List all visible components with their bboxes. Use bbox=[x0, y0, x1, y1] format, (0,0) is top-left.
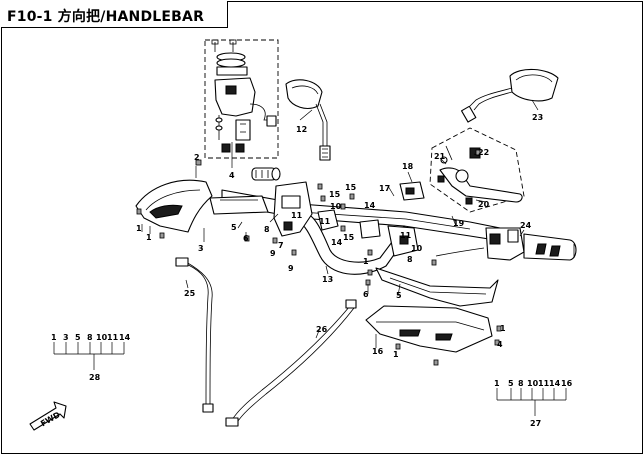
callout-26: 26 bbox=[316, 325, 328, 334]
callout-5: 5 bbox=[396, 291, 402, 300]
fasteners bbox=[136, 149, 502, 366]
hand-guard-left bbox=[135, 179, 213, 233]
callout-2: 2 bbox=[194, 153, 200, 162]
kit-27-part: 5 bbox=[508, 379, 514, 388]
callout-22: 22 bbox=[478, 148, 489, 157]
callout-6: 6 bbox=[363, 290, 369, 299]
callout-13: 13 bbox=[322, 275, 333, 284]
kit-27-part: 10 bbox=[527, 379, 539, 388]
callout-numbers: 1 1 2 3 4 5 6 8 9 9 7 11 12 15 10 11 14 … bbox=[136, 113, 543, 359]
kit-28-part: 8 bbox=[87, 333, 93, 342]
right-switch-and-grip bbox=[485, 227, 577, 261]
callout-1: 1 bbox=[500, 324, 506, 333]
kit-bracket-left bbox=[53, 342, 125, 370]
callout-16: 16 bbox=[372, 347, 384, 356]
callout-5: 5 bbox=[231, 223, 237, 232]
callout-10: 10 bbox=[330, 202, 342, 211]
kit-28-part: 1 bbox=[51, 333, 57, 342]
callout-17: 17 bbox=[379, 184, 390, 193]
callout-21: 21 bbox=[434, 152, 446, 161]
callout-10: 10 bbox=[411, 244, 423, 253]
title-box: F10-1 方向把/HANDLEBAR bbox=[1, 1, 228, 28]
callout-15: 15 bbox=[329, 190, 341, 199]
cross-bar bbox=[375, 267, 499, 307]
kit-28-labels: 1 3 5 8 10 11 14 28 bbox=[51, 333, 131, 382]
callout-9: 9 bbox=[288, 264, 294, 273]
callout-15: 15 bbox=[345, 183, 357, 192]
callout-12: 12 bbox=[296, 125, 307, 134]
callout-15: 15 bbox=[343, 233, 355, 242]
left-switch-housing bbox=[251, 167, 313, 237]
callout-4: 4 bbox=[229, 171, 235, 180]
kit-28-part: 5 bbox=[75, 333, 81, 342]
callout-8: 8 bbox=[264, 225, 270, 234]
kit-28-number: 28 bbox=[89, 373, 101, 382]
callout-8: 8 bbox=[407, 255, 413, 264]
kit-28-part: 14 bbox=[119, 333, 131, 342]
kit-28-part: 10 bbox=[96, 333, 108, 342]
page-title: F10-1 方向把/HANDLEBAR bbox=[7, 9, 205, 25]
callout-11: 11 bbox=[319, 217, 331, 226]
kit-27-labels: 1 5 8 10 11 14 16 27 bbox=[494, 379, 573, 428]
callout-6: 6 bbox=[243, 234, 249, 243]
hand-guard-right bbox=[365, 305, 493, 353]
callout-1: 1 bbox=[363, 257, 369, 266]
callout-23: 23 bbox=[532, 113, 543, 122]
cables bbox=[175, 247, 485, 427]
callout-1: 1 bbox=[146, 233, 152, 242]
callout-4: 4 bbox=[497, 340, 503, 349]
callout-20: 20 bbox=[478, 200, 490, 209]
kit-28-part: 11 bbox=[107, 333, 119, 342]
callout-1: 1 bbox=[393, 350, 399, 359]
leader-lines bbox=[141, 99, 539, 348]
kit-27-part: 16 bbox=[561, 379, 573, 388]
callout-1: 1 bbox=[136, 224, 142, 233]
right-lever-group bbox=[429, 127, 525, 213]
kit-bracket-right bbox=[496, 388, 567, 416]
master-cylinder-dashed-box bbox=[204, 39, 279, 159]
callout-11: 11 bbox=[400, 231, 412, 240]
callout-7: 7 bbox=[278, 241, 284, 250]
callout-14: 14 bbox=[331, 238, 343, 247]
callout-24: 24 bbox=[520, 221, 532, 230]
kit-27-part: 11 bbox=[538, 379, 550, 388]
mirror-right bbox=[460, 68, 559, 123]
callout-14: 14 bbox=[364, 201, 376, 210]
callout-19: 19 bbox=[453, 219, 465, 228]
callout-3: 3 bbox=[198, 244, 204, 253]
fwd-arrow: FWD bbox=[29, 401, 67, 431]
kit-27-part: 14 bbox=[549, 379, 561, 388]
kit-27-number: 27 bbox=[530, 419, 541, 428]
mirror-left bbox=[285, 79, 331, 161]
kit-28-part: 3 bbox=[63, 333, 69, 342]
kit-27-part: 1 bbox=[494, 379, 500, 388]
master-cylinder-assembly bbox=[204, 39, 279, 159]
kit-27-part: 8 bbox=[518, 379, 524, 388]
callout-9: 9 bbox=[270, 249, 276, 258]
callout-18: 18 bbox=[402, 162, 414, 171]
callout-25: 25 bbox=[184, 289, 196, 298]
clamps bbox=[209, 181, 425, 257]
callout-11: 11 bbox=[291, 211, 303, 220]
